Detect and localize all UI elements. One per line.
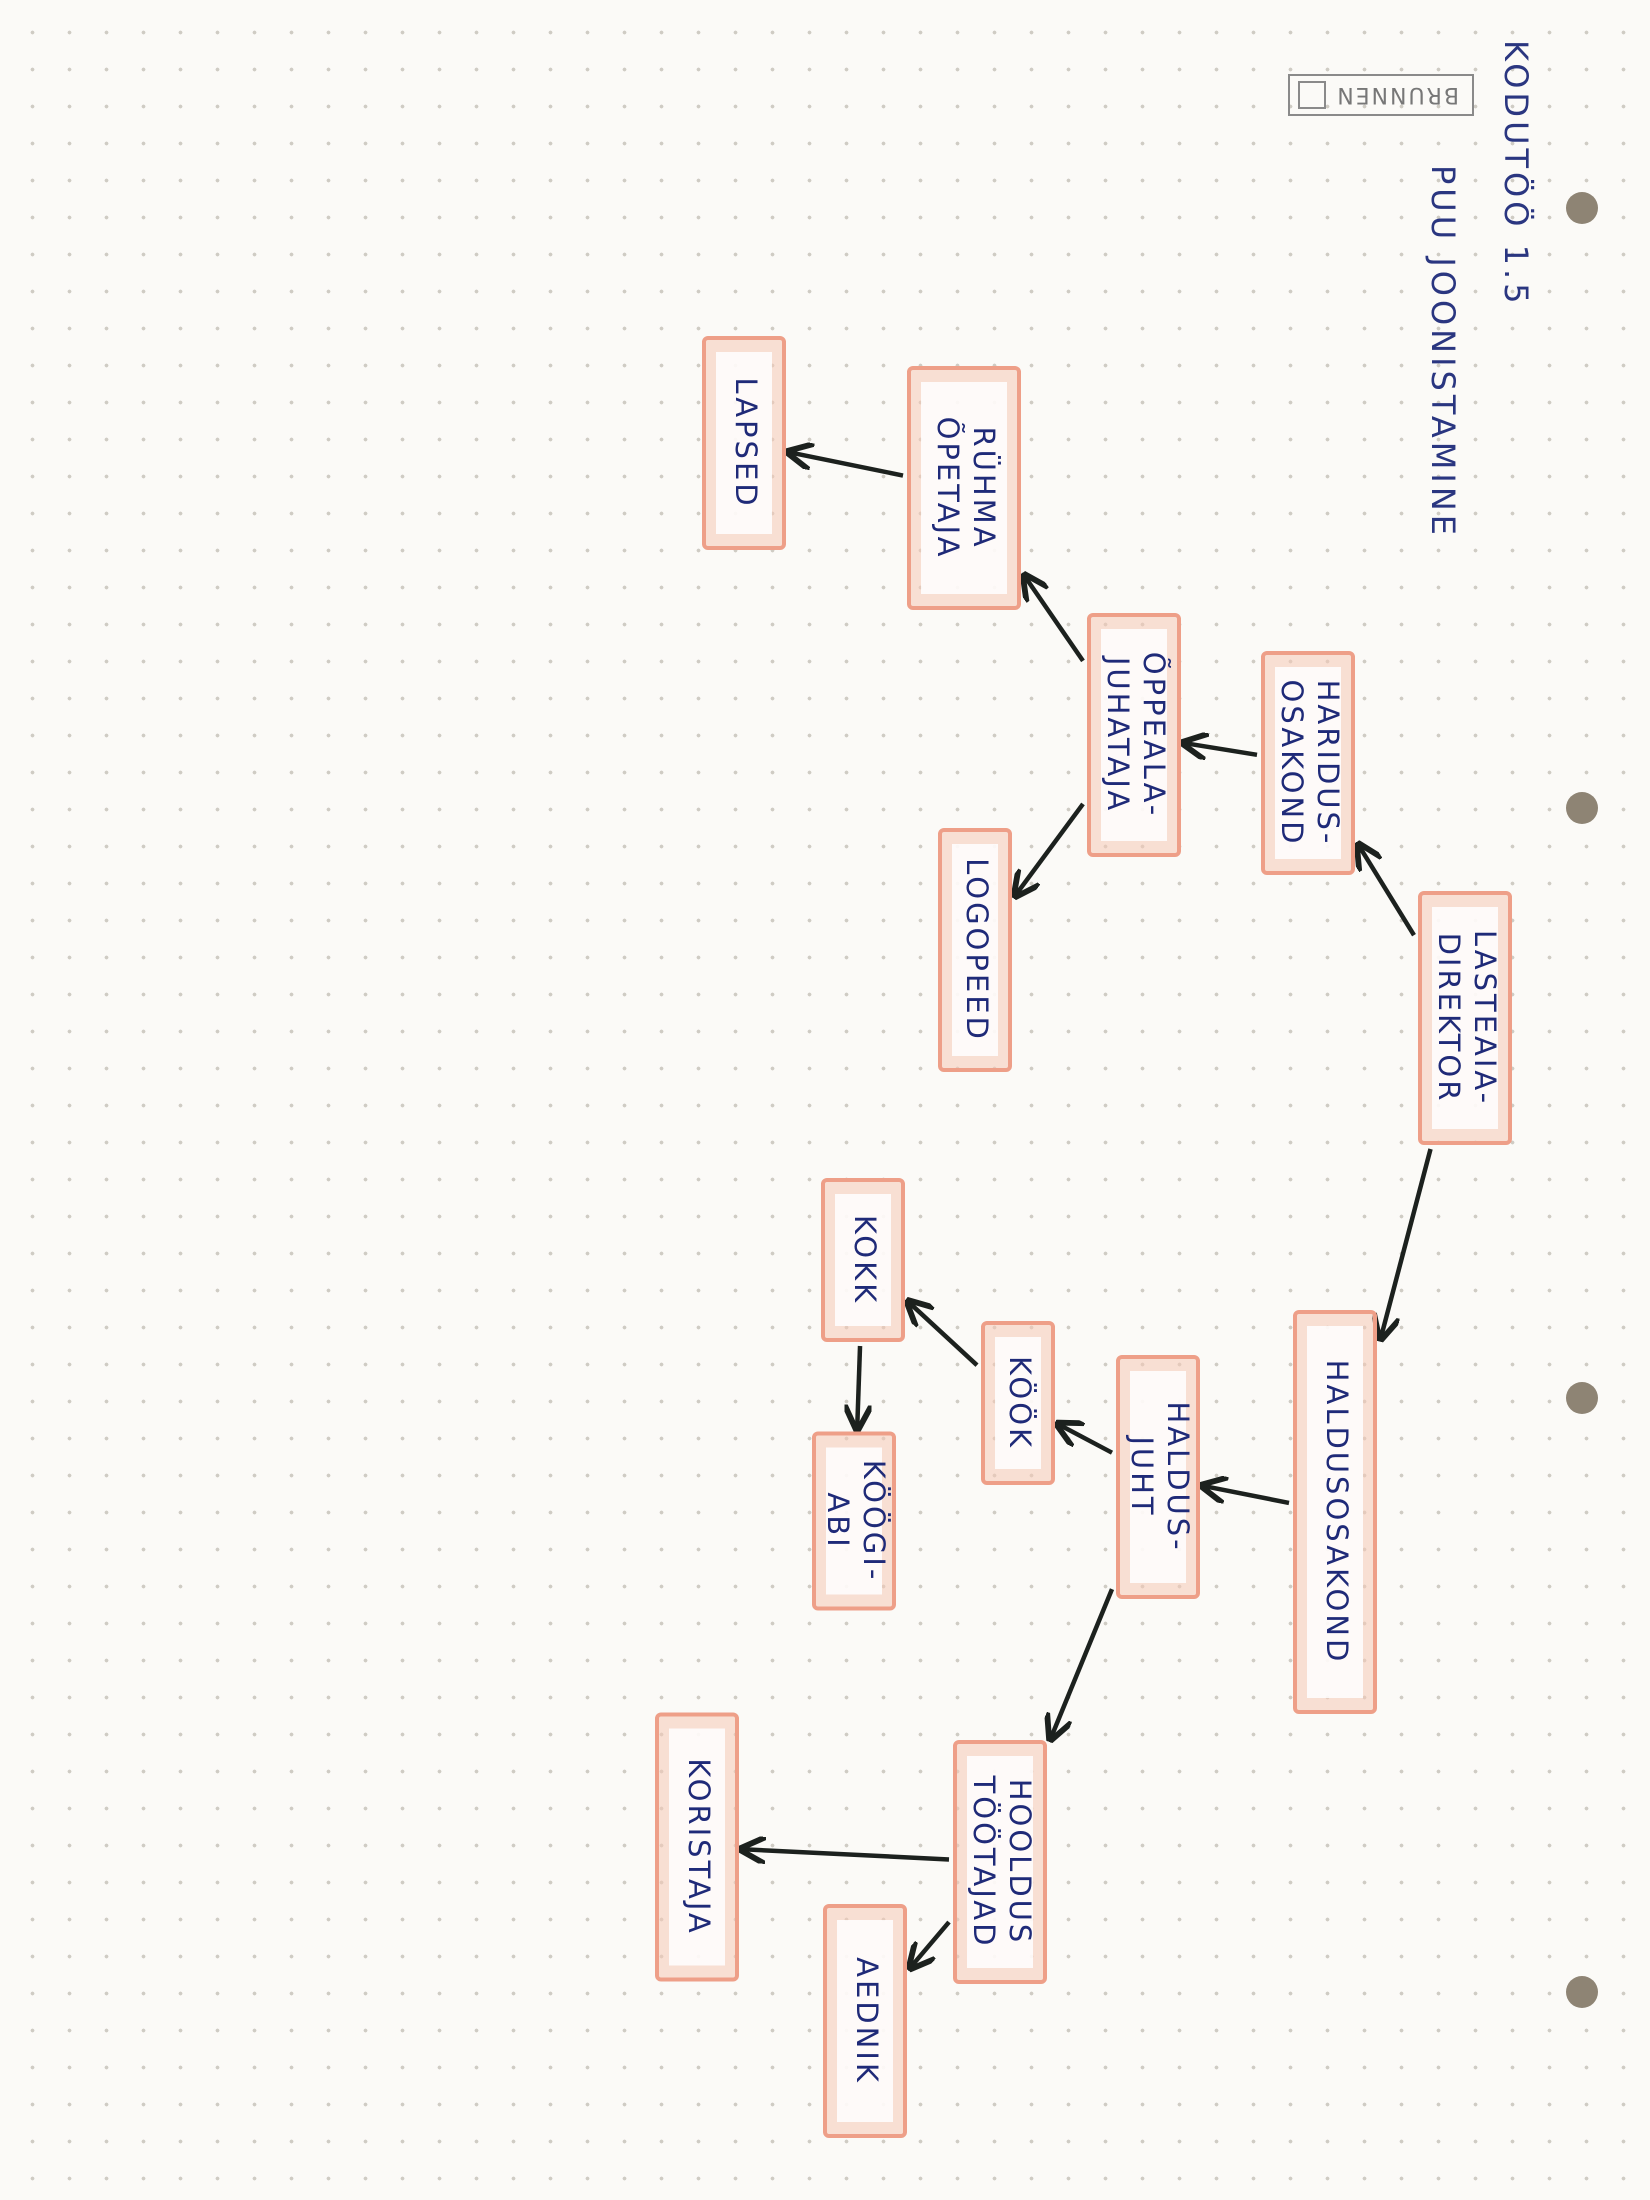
node-label: HALDUSOSAKOND	[1320, 1360, 1354, 1665]
node-box-inner	[952, 844, 998, 1056]
edge-oppeala-juhataja-to-ruhma-opetaja	[1025, 577, 1085, 663]
node-logopeed: LOGOPEED	[938, 828, 1012, 1072]
edge-lasteaia-direktor-to-haridus-osakond	[1359, 846, 1416, 937]
edge-kook-to-kokk	[909, 1302, 979, 1367]
node-koristaja: KORISTAJA	[655, 1712, 739, 1982]
node-box-inner	[1130, 1371, 1186, 1583]
node-label: ABI	[821, 1492, 855, 1549]
node-lapsed: LAPSED	[702, 336, 786, 550]
node-label: KÖÖGI-	[857, 1460, 891, 1583]
node-label: HOOLDUS	[1003, 1779, 1037, 1946]
page-subtitle: PUU JOONISTAMINE	[1424, 165, 1462, 539]
node-box-inner	[835, 1194, 891, 1326]
edge-haldus-juht-to-hooldus-tootajad	[1051, 1588, 1115, 1738]
node-label: KÖÖK	[1003, 1356, 1037, 1450]
node-lasteaia-direktor: LASTEAIA-DIREKTOR	[1418, 891, 1512, 1145]
brand-logo-icon	[1298, 81, 1326, 109]
node-label: OSAKOND	[1275, 680, 1309, 847]
node-label: TÖÖTAJAD	[967, 1775, 1001, 1949]
nodes-layer: LASTEAIA-DIREKTOR HARIDUS-OSAKOND HALDUSOS…	[655, 336, 1512, 2138]
node-box-inner	[1101, 629, 1167, 841]
brand-name: BRUNNEN	[1335, 82, 1459, 107]
node-box-inner	[921, 382, 1007, 594]
page-title: KODUTÖÖ 1.5	[1497, 40, 1535, 307]
page-heading: KODUTÖÖ 1.5	[1497, 40, 1535, 307]
node-kokk: KOKK	[821, 1178, 905, 1342]
edges-layer	[743, 452, 1433, 1967]
edge-haridus-osakond-to-oppeala-juhataja	[1185, 743, 1258, 755]
node-label: KOKK	[848, 1215, 882, 1305]
edge-hooldus-tootajad-to-koristaja	[743, 1849, 950, 1859]
node-label: ÕPPEALA-	[1137, 652, 1171, 818]
edge-oppeala-juhataja-to-logopeed	[1016, 802, 1085, 895]
node-box-inner	[1275, 667, 1341, 859]
edge-hooldus-tootajad-to-aednik	[911, 1920, 951, 1967]
node-label: ÕPETAJA	[931, 417, 965, 560]
node-label: HALDUS-	[1161, 1401, 1195, 1552]
punch-hole	[1566, 192, 1598, 224]
node-haridus-osakond: HARIDUS-OSAKOND	[1261, 651, 1355, 875]
punch-hole	[1566, 1382, 1598, 1414]
node-box-inner	[669, 1728, 725, 1966]
node-label: HARIDUS-	[1311, 680, 1345, 847]
node-label: LAPSED	[729, 377, 763, 508]
edge-kokk-to-koogi-abi	[857, 1345, 860, 1428]
node-box-inner	[967, 1756, 1033, 1968]
node-label: DIREKTOR	[1432, 933, 1466, 1104]
node-label: JUHT	[1125, 1434, 1159, 1517]
node-label: KORISTAJA	[682, 1758, 716, 1936]
node-aednik: AEDNIK	[823, 1904, 907, 2138]
node-label: AEDNIK	[850, 1957, 884, 2085]
page-subheading: PUU JOONISTAMINE	[1424, 165, 1462, 539]
node-haldus-juht: HALDUS-JUHT	[1116, 1355, 1200, 1599]
node-label: JUHATAJA	[1101, 655, 1135, 813]
node-kook: KÖÖK	[981, 1321, 1055, 1485]
punch-hole	[1566, 1976, 1598, 2008]
edge-ruhma-opetaja-to-lapsed	[790, 452, 904, 478]
edge-haldusosakond-to-haldus-juht	[1204, 1486, 1290, 1506]
node-oppeala-juhataja: ÕPPEALA-JUHATAJA	[1087, 613, 1181, 857]
node-box-inner	[837, 1920, 893, 2122]
node-label: RÜHMA	[967, 426, 1001, 549]
brand-logo: BRUNNEN	[1288, 74, 1474, 116]
node-box-inner	[1432, 907, 1498, 1129]
node-koogi-abi: KÖÖGI-ABI	[812, 1431, 896, 1611]
node-box-inner	[995, 1337, 1041, 1469]
node-label: LASTEAIA-	[1468, 930, 1502, 1106]
node-box-inner	[716, 352, 772, 534]
punch-hole	[1566, 792, 1598, 824]
node-box-inner	[826, 1447, 882, 1595]
edge-lasteaia-direktor-to-haldusosakond	[1381, 1148, 1433, 1337]
edge-haldus-juht-to-kook	[1059, 1425, 1114, 1455]
node-haldusosakond: HALDUSOSAKOND	[1293, 1310, 1377, 1714]
node-box-inner	[1307, 1326, 1363, 1698]
node-label: LOGOPEED	[960, 858, 994, 1042]
